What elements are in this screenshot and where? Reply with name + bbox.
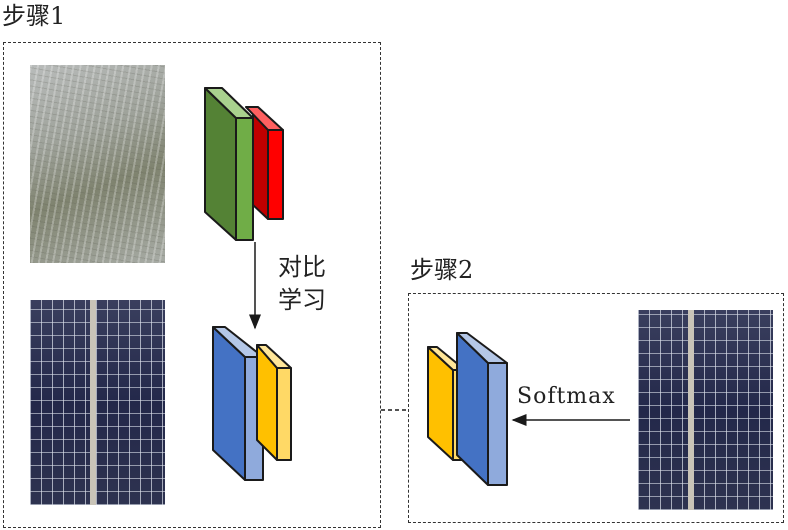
step1-box — [3, 42, 381, 528]
solar-panel-photo-2 — [638, 310, 773, 510]
red-feature-block — [245, 106, 284, 220]
contrast-label-1: 对比 — [278, 253, 326, 281]
blue-feature-block-1 — [212, 326, 264, 481]
step2-title: 步骤2 — [410, 256, 474, 284]
blue-feature-block-2 — [456, 332, 508, 486]
solar-panel-photo-1 — [30, 300, 165, 505]
yellow-feature-block-1 — [256, 344, 292, 461]
step1-title: 步骤1 — [2, 2, 66, 30]
contrast-label-2: 学习 — [278, 286, 326, 314]
green-feature-block — [204, 87, 254, 241]
softmax-label: Softmax — [517, 384, 616, 409]
step2-box — [408, 293, 784, 523]
field-photo — [30, 65, 165, 263]
